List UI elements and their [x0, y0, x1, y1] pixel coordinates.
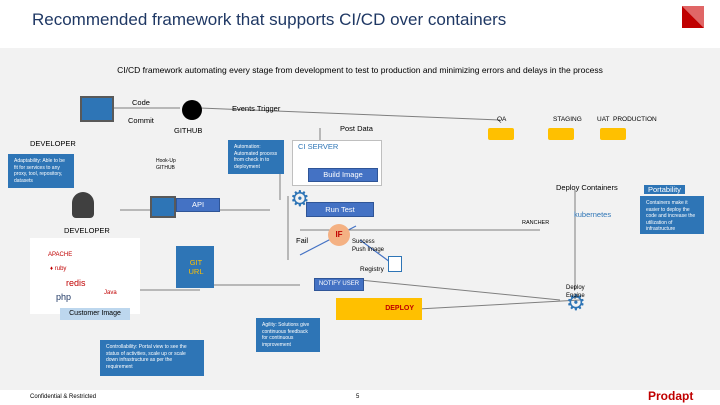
label-portability: Portability: [644, 185, 685, 194]
label-hook-up: Hook-Up GITHUB: [156, 158, 176, 171]
callout-controllability: Controllability: Portal view to see the …: [100, 340, 204, 376]
label-git-url: GIT URL: [188, 258, 204, 276]
label-kubernetes: kubernetes: [574, 210, 612, 219]
decision-if: IF: [328, 224, 350, 246]
label-developer-top: DEVELOPER: [30, 139, 76, 148]
label-fail: Fail: [296, 236, 309, 245]
callout-adaptability: Adaptability: Able to be fit for service…: [8, 154, 74, 188]
developer-monitor-icon: [80, 96, 114, 122]
deploy-engine-gear-icon: ⚙: [566, 290, 586, 315]
page-title: Recommended framework that supports CI/C…: [32, 10, 507, 29]
label-post-data: Post Data: [340, 124, 373, 133]
label-production: PRODUCTION: [613, 116, 657, 123]
api-box: API: [176, 198, 220, 212]
callout-agility: Agility: Solutions give continuous feedb…: [256, 318, 320, 352]
php-logo-icon: php: [56, 292, 72, 302]
label-github: GITHUB: [174, 126, 203, 135]
label-registry: Registry: [360, 266, 384, 273]
label-developer-bottom: DEVELOPER: [64, 226, 110, 235]
label-deploy-containers: Deploy Containers: [556, 183, 618, 192]
label-uat: UAT: [597, 116, 610, 123]
label-ci-server: CI SERVER: [298, 142, 339, 151]
truck-staging-icon: [548, 128, 574, 140]
label-code: Code: [132, 98, 150, 107]
label-success: Success Push Image: [352, 239, 385, 253]
run-test-box: Run Test: [306, 202, 374, 217]
truck-qa-icon: [488, 128, 514, 140]
java-logo-icon: Java: [104, 290, 117, 296]
page-number: 5: [356, 394, 360, 400]
redis-logo-icon: redis: [66, 278, 86, 288]
diagram-subtitle: CI/CD framework automating every stage f…: [117, 65, 603, 75]
git-url-box: [176, 246, 214, 288]
truck-production-icon: [600, 128, 626, 140]
registry-doc-icon: [388, 256, 402, 272]
notify-user-box: NOTIFY USER: [314, 278, 364, 291]
label-events-trigger: Events Trigger: [232, 104, 281, 113]
developer-avatar-icon: [72, 192, 94, 218]
gear-icon: ⚙: [290, 186, 310, 211]
footer-confidential: Confidential & Restricted: [30, 394, 97, 400]
brand-corner-icon: [682, 6, 704, 28]
customer-image-box: Customer Image: [60, 308, 130, 320]
ruby-logo-icon: ♦ ruby: [50, 266, 67, 272]
label-qa: QA: [497, 116, 507, 123]
deploy-box: DEPLOY: [336, 298, 422, 320]
api-monitor-icon: [150, 196, 176, 218]
apache-logo-icon: APACHE: [48, 252, 73, 258]
github-icon: [182, 100, 202, 120]
label-commit: Commit: [128, 116, 154, 125]
diagram-background: [0, 48, 720, 390]
callout-portability: Containers make it easier to deploy the …: [640, 196, 704, 234]
build-image-box: Build Image: [308, 168, 378, 182]
label-staging: STAGING: [553, 116, 582, 123]
label-deploy-engine: Deploy Engine: [566, 285, 585, 299]
tech-logos-panel: [30, 238, 140, 314]
callout-automation: Automation: Automated process from check…: [228, 140, 284, 174]
label-rancher: RANCHER: [522, 220, 550, 226]
brand-logo: Prodapt: [648, 389, 694, 403]
